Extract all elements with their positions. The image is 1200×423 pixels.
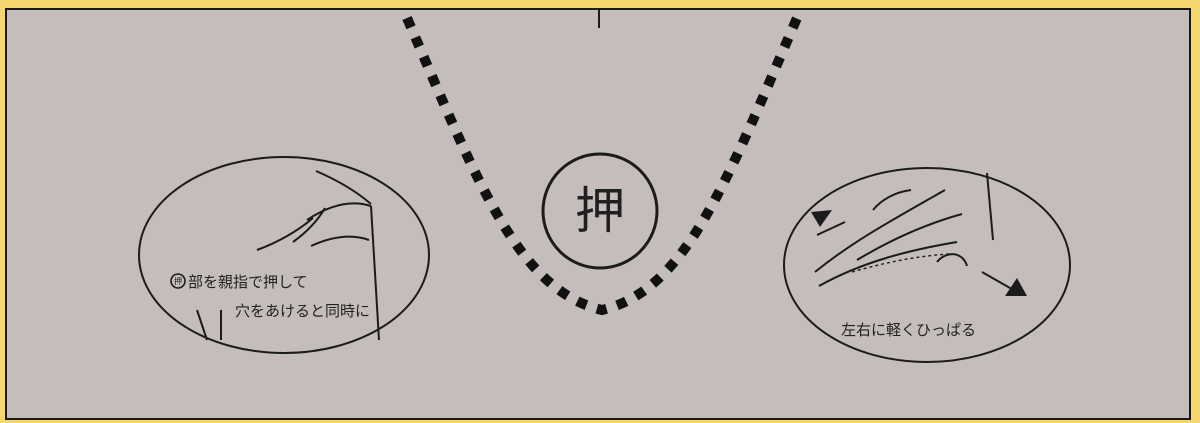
left-instruction-ellipse: [139, 157, 429, 353]
left-arm-line: [316, 171, 371, 204]
perforation-line: [407, 18, 797, 310]
right-instruction-line1: 左右に軽くひっぱる: [841, 321, 976, 339]
left-pull-arrowhead: [811, 210, 832, 227]
right-instruction-illustration: 左右に軽くひっぱる: [784, 168, 1070, 362]
right-package-bottom-line: [819, 242, 957, 286]
right-package-tear-line: [857, 214, 962, 260]
left-package-fold-line: [311, 237, 369, 246]
right-left-hand-line: [873, 190, 911, 210]
push-circle-mark[interactable]: 押: [543, 154, 657, 268]
right-tear-dots: [852, 254, 949, 272]
push-mark-text: 押: [575, 182, 625, 240]
package-panel: 押 押 部を親指で押して 穴をあけると同時に 左右に軽くひっぱる: [5, 8, 1191, 420]
left-instruction-illustration: 押 部を親指で押して 穴をあけると同時に: [139, 157, 429, 353]
right-arm-line: [987, 173, 993, 240]
left-instruction-line1: 部を親指で押して: [188, 273, 308, 291]
left-package-top-line: [307, 203, 371, 220]
left-push-stamp-text: 押: [174, 276, 182, 286]
right-right-hand-line: [937, 254, 967, 266]
left-package-side-line: [371, 206, 379, 340]
instruction-artwork: 押 押 部を親指で押して 穴をあけると同時に 左右に軽くひっぱる: [7, 10, 1191, 420]
left-instruction-line2: 穴をあけると同時に: [235, 302, 370, 320]
